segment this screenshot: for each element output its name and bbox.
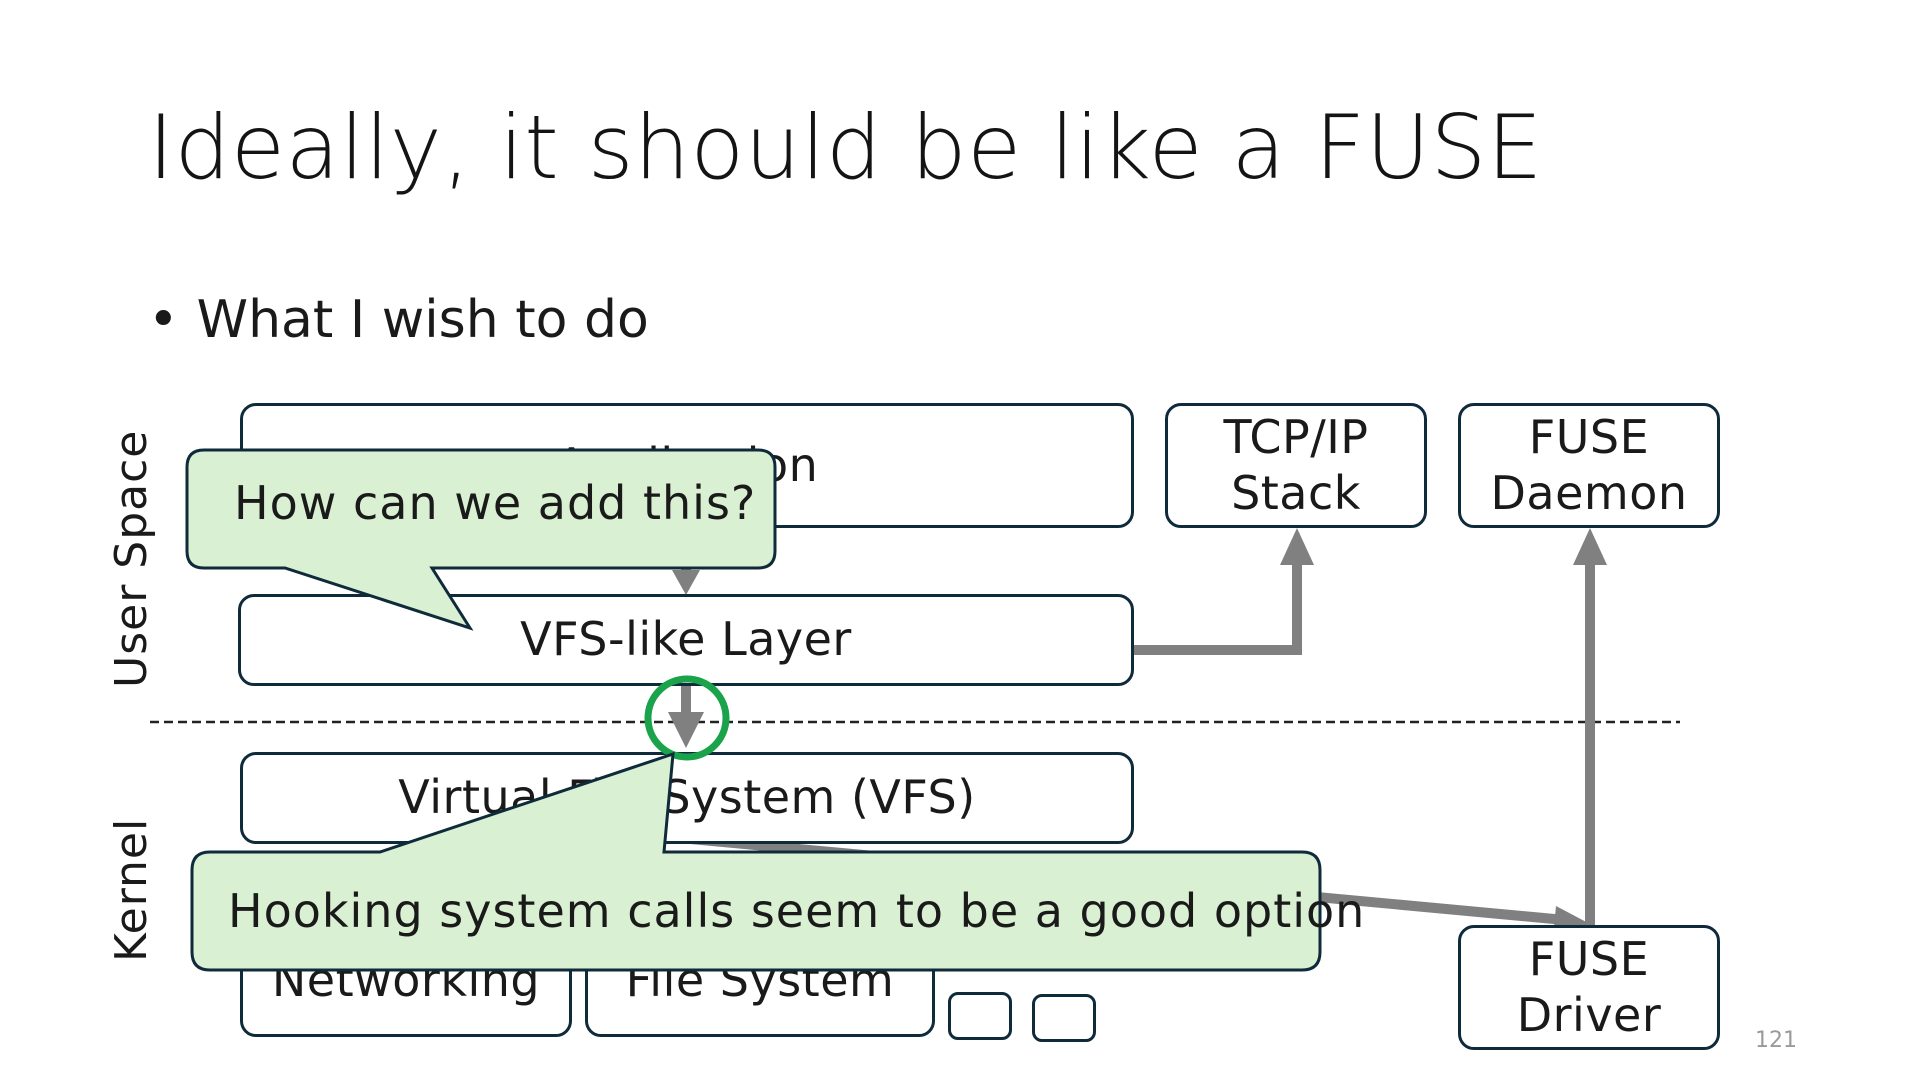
- callout-bottom-bubble: [190, 751, 1322, 972]
- vfs-like-layer-box: VFS-like Layer: [238, 594, 1134, 686]
- small-module-box-1: [948, 992, 1012, 1040]
- bullet-text: What I wish to do: [196, 290, 649, 350]
- arrow-vfslike-to-tcpip: [1130, 560, 1302, 655]
- arrow-head-daemon: [1573, 528, 1607, 565]
- bullet-marker: •: [148, 290, 179, 350]
- page-number: 121: [1755, 1028, 1797, 1053]
- virtual-file-system-box: Virtual File System (VFS): [240, 752, 1134, 844]
- callout-top-text: How can we add this?: [234, 476, 757, 530]
- arrow-head-vfslike: [672, 570, 700, 595]
- vfs-like-layer-label: VFS-like Layer: [520, 612, 852, 667]
- fuse-driver-box: FUSE Driver: [1458, 925, 1720, 1050]
- fuse-driver-label-line1: FUSE: [1528, 932, 1650, 987]
- tcp-ip-label-line2: Stack: [1231, 465, 1361, 520]
- fuse-driver-label-line2: Driver: [1516, 987, 1662, 1042]
- slide-title: Ideally, it should be like a FUSE: [148, 96, 1543, 199]
- callout-top-bubble: [185, 448, 777, 631]
- arrow-head-vfs: [668, 712, 704, 748]
- fuse-daemon-box: FUSE Daemon: [1458, 403, 1720, 528]
- fuse-daemon-label-line2: Daemon: [1490, 465, 1688, 520]
- hook-point-circle: [644, 675, 730, 761]
- callout-bottom-text: Hooking system calls seem to be a good o…: [228, 884, 1366, 938]
- small-module-box-2: [1032, 994, 1096, 1042]
- bullet-item: • What I wish to do: [148, 290, 649, 350]
- tcp-ip-label-line1: TCP/IP: [1223, 410, 1369, 465]
- arrow-head-tcpip: [1280, 528, 1314, 565]
- fuse-daemon-label-line1: FUSE: [1528, 410, 1650, 465]
- tcp-ip-stack-box: TCP/IP Stack: [1165, 403, 1427, 528]
